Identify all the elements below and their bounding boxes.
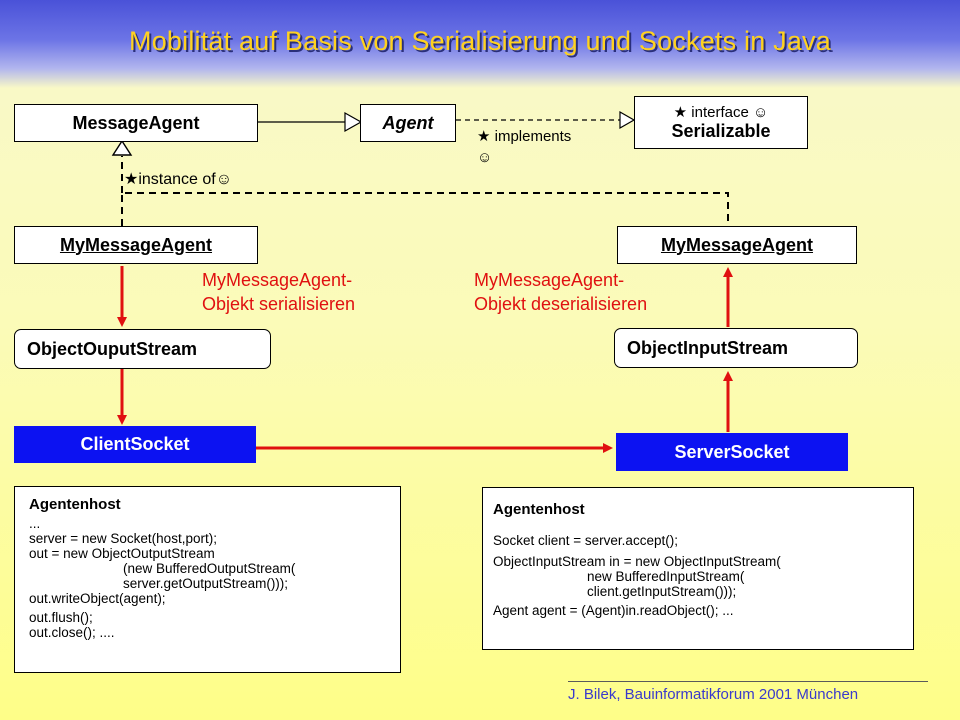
implements-arrowhead: [619, 110, 636, 130]
client-socket-label: ClientSocket: [80, 434, 190, 454]
code-line: Agent agent = (Agent)in.readObject(); ..…: [493, 603, 734, 618]
serialize-caption-line2: Objekt serialisieren: [202, 294, 356, 314]
agent-label: Agent: [382, 112, 434, 133]
footer-divider: [568, 681, 928, 682]
agent-class: Agent: [360, 104, 456, 142]
implements-label-line1: ★ implements: [477, 128, 572, 145]
serializable-interface: ★ interface ☺ Serializable: [634, 96, 808, 149]
code-line: (new BufferedOutputStream(: [123, 561, 296, 576]
my-message-agent-right-label: MyMessageAgent: [660, 234, 814, 255]
code-line: Socket client = server.accept();: [493, 533, 678, 548]
server-agentenhost-header: Agentenhost: [493, 501, 585, 518]
inheritance-arrowhead: [344, 111, 363, 133]
deserialize-caption-line1: MyMessageAgent-: [474, 270, 625, 290]
code-line: ObjectInputStream in = new ObjectInputSt…: [493, 554, 781, 569]
object-input-stream-label: ObjectInputStream: [627, 337, 789, 358]
serialize-caption: MyMessageAgent- Objekt serialisieren: [202, 268, 355, 316]
instance-of-label: ★instance of☺: [124, 171, 233, 188]
code-line: out.flush();: [29, 610, 93, 625]
code-line: ...: [29, 516, 41, 531]
object-input-stream: ObjectInputStream: [614, 328, 858, 368]
client-agentenhost-code: Agentenhost ... server = new Socket(host…: [14, 486, 401, 673]
deserialize-caption-line2: Objekt deserialisieren: [474, 294, 648, 314]
my-message-agent-right: MyMessageAgent: [617, 226, 857, 264]
message-agent-class: MessageAgent: [14, 104, 258, 142]
server-socket: ServerSocket: [616, 433, 848, 471]
serialize-caption-line1: MyMessageAgent-: [202, 270, 353, 290]
code-line: out = new ObjectOutputStream: [29, 546, 215, 561]
code-line: server = new Socket(host,port);: [29, 531, 217, 546]
title-bar: [0, 0, 960, 88]
my-message-agent-left-label: MyMessageAgent: [59, 234, 213, 255]
code-line: client.getInputStream()));: [587, 584, 737, 599]
implements-label-line2: ☺: [477, 149, 493, 166]
code-line: server.getOutputStream()));: [123, 576, 289, 591]
footer-credit: J. Bilek, Bauinformatikforum 2001 Münche…: [568, 686, 859, 703]
code-line: new BufferedInputStream(: [587, 569, 745, 584]
my-message-agent-left: MyMessageAgent: [14, 226, 258, 264]
serializable-label: Serializable: [671, 121, 771, 141]
deserialize-caption: MyMessageAgent- Objekt deserialisieren: [474, 268, 647, 316]
instance-of-arrowhead: [111, 139, 133, 156]
object-output-stream: ObjectOuputStream: [14, 329, 271, 369]
interface-stereotype: ★ interface ☺: [673, 104, 769, 121]
code-line: out.writeObject(agent);: [29, 591, 166, 606]
instance-of-line: [121, 192, 729, 226]
page-title: Mobilität auf Basis von Serialisierung u…: [129, 26, 831, 56]
server-socket-label: ServerSocket: [674, 441, 790, 462]
server-agentenhost-code: Agentenhost Socket client = server.accep…: [482, 487, 914, 650]
code-line: out.close(); ....: [29, 625, 115, 640]
object-output-stream-label: ObjectOuputStream: [27, 338, 198, 359]
client-socket: ClientSocket: [14, 426, 256, 463]
client-agentenhost-header: Agentenhost: [29, 496, 121, 513]
message-agent-label: MessageAgent: [72, 112, 200, 133]
